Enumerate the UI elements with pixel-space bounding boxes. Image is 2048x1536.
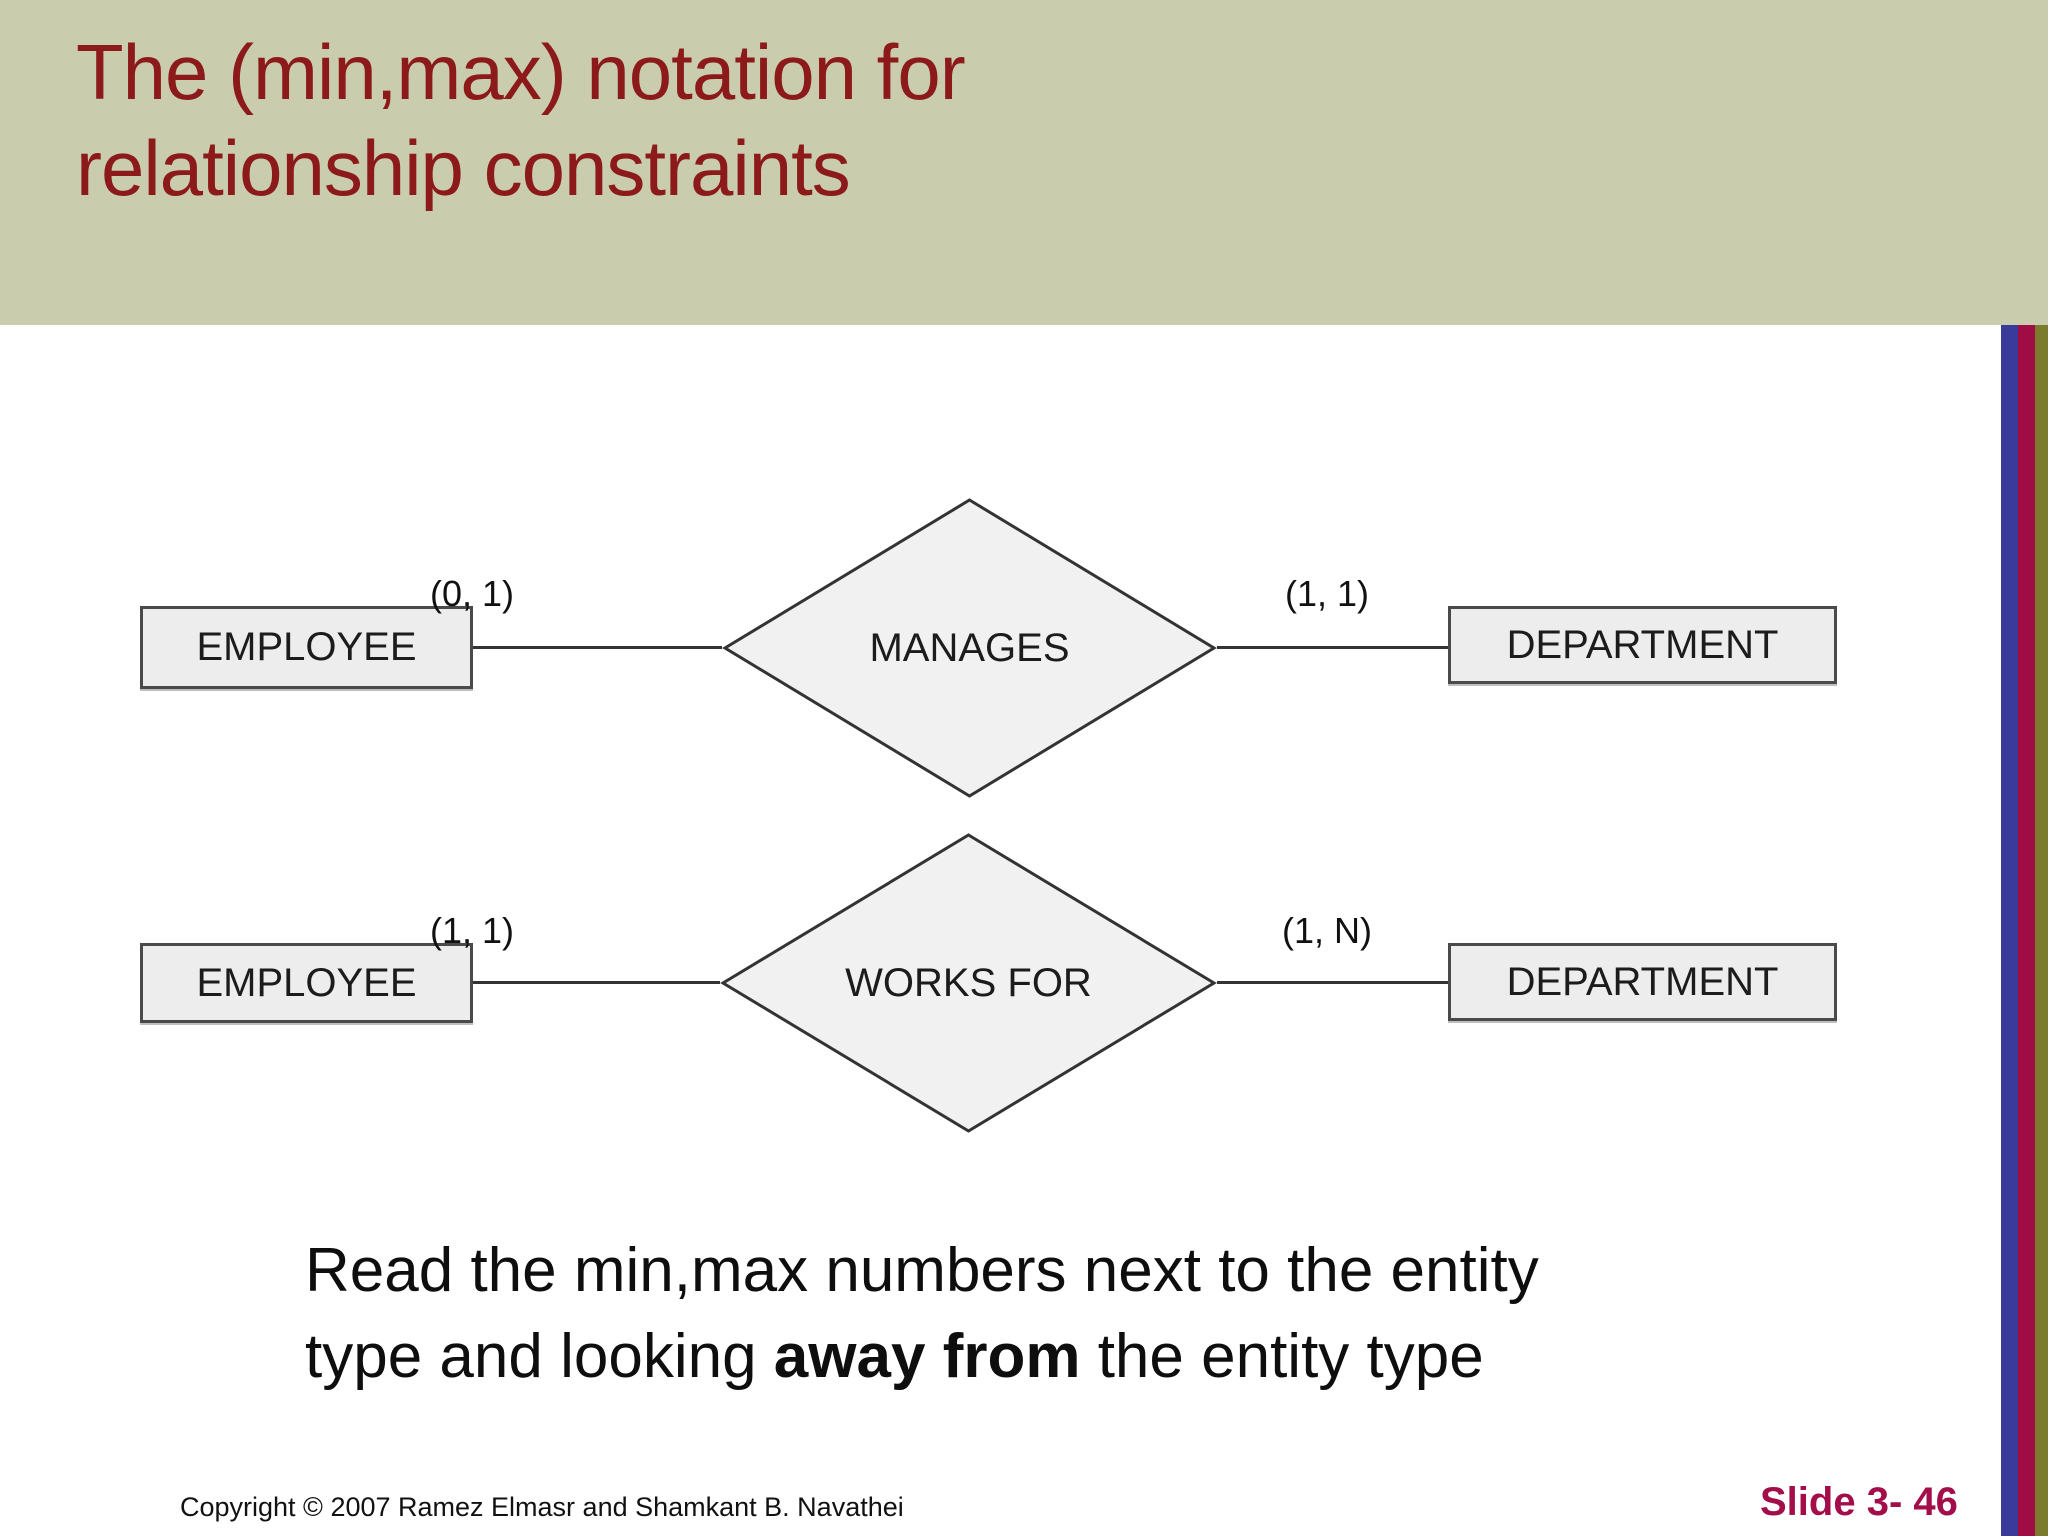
copyright-text: Copyright © 2007 Ramez Elmasr and Shamka…	[180, 1492, 904, 1522]
cardinality-employee-worksfor: (1, 1)	[429, 910, 515, 951]
note-line1: Read the min,max numbers next to the ent…	[305, 1236, 1539, 1305]
note-line2-post: the entity type	[1080, 1322, 1484, 1391]
cardinality-department-manages: (1, 1)	[1284, 573, 1370, 614]
relationship-diamond	[722, 498, 1217, 798]
connector-employee-manages	[473, 646, 722, 649]
slide-number: Slide 3- 46	[1760, 1480, 1958, 1524]
connector-manages-department	[1217, 646, 1448, 649]
cardinality-employee-manages: (0, 1)	[429, 573, 515, 614]
relationship-manages: MANAGES	[722, 498, 1217, 798]
note-text: Read the min,max numbers next to the ent…	[305, 1228, 1539, 1400]
cardinality-department-worksfor: (1, N)	[1282, 910, 1372, 951]
note-line2: type and looking away from the entity ty…	[305, 1314, 1539, 1400]
entity-box-employee-manages: EMPLOYEE	[140, 606, 473, 689]
edge-stripe-olive	[2035, 325, 2048, 1536]
slide-title-line1: The (min,max) notation for	[76, 28, 966, 116]
entity-box-department-worksfor: DEPARTMENT	[1448, 943, 1837, 1021]
note-line2-pre: type and looking	[305, 1322, 774, 1391]
entity-box-employee-worksfor: EMPLOYEE	[140, 943, 473, 1023]
slide-title-line2: relationship constraints	[76, 124, 851, 212]
relationship-label-manages: MANAGES	[869, 625, 1070, 670]
connector-employee-worksfor	[473, 981, 720, 984]
edge-stripe-blue	[2001, 325, 2018, 1536]
entity-box-department-manages: DEPARTMENT	[1448, 606, 1837, 684]
connector-worksfor-department	[1217, 981, 1448, 984]
relationship-diamond	[720, 833, 1217, 1133]
note-line2-bold: away from	[773, 1322, 1081, 1391]
relationship-worksfor: WORKS FOR	[720, 833, 1217, 1133]
relationship-label-worksfor: WORKS FOR	[845, 960, 1092, 1005]
slide-title: The (min,max) notation for relationship …	[76, 24, 2048, 216]
edge-stripe-crimson	[2018, 325, 2035, 1536]
slide-header: The (min,max) notation for relationship …	[0, 0, 2048, 325]
